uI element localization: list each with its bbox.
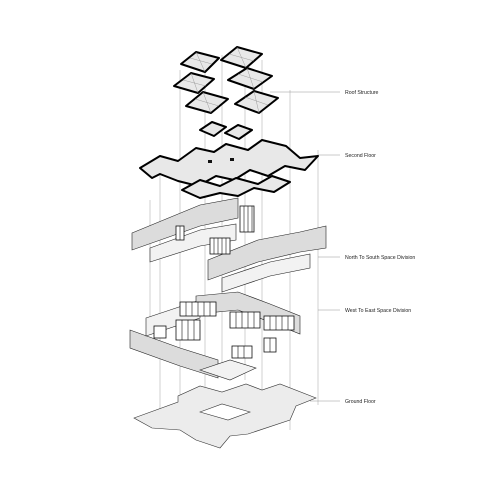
wall-panel	[129, 329, 219, 379]
window-frame	[231, 345, 253, 359]
window-frame	[263, 315, 295, 331]
window-frame	[263, 337, 277, 353]
roof-panel	[220, 46, 263, 69]
window-frame	[229, 311, 261, 329]
annotations: Roof Structure Second Floor North To Sou…	[345, 90, 415, 405]
second-floor	[139, 121, 319, 199]
label-west-east-division: West To East Space Division	[345, 308, 411, 314]
window-frame	[179, 301, 217, 317]
wall-panel	[149, 223, 237, 263]
roof-panel	[173, 72, 215, 94]
floor-plate-small	[199, 121, 227, 137]
label-roof-structure: Roof Structure	[345, 90, 379, 96]
window-frame	[209, 237, 231, 255]
label-ground-floor: Ground Floor	[345, 399, 376, 405]
courtyard-void	[199, 403, 251, 421]
ground-floor	[133, 383, 317, 449]
window-frame	[153, 325, 167, 339]
leader-lines	[270, 91, 340, 402]
window-frame	[175, 319, 201, 341]
label-second-floor: Second Floor	[345, 153, 376, 159]
floor-plate-small	[224, 124, 253, 140]
wall-panel	[199, 359, 257, 381]
window-frame	[239, 205, 255, 233]
roof-panel	[234, 90, 279, 114]
north-south-division	[131, 197, 327, 293]
label-north-south-division: North To South Space Division	[345, 255, 415, 261]
wall-panel	[131, 197, 239, 251]
wall-panel	[207, 225, 327, 281]
floor-plate-main	[139, 139, 319, 187]
stair-opening	[208, 160, 212, 163]
floor-plate-lower	[181, 175, 291, 199]
roof-structure	[173, 46, 279, 114]
wall-panel	[221, 253, 311, 293]
west-east-division	[129, 291, 301, 381]
window-frame	[175, 225, 185, 241]
roof-panel	[180, 51, 220, 73]
roof-panel	[227, 67, 273, 90]
stair-opening	[230, 158, 234, 161]
roof-panel	[185, 91, 229, 114]
